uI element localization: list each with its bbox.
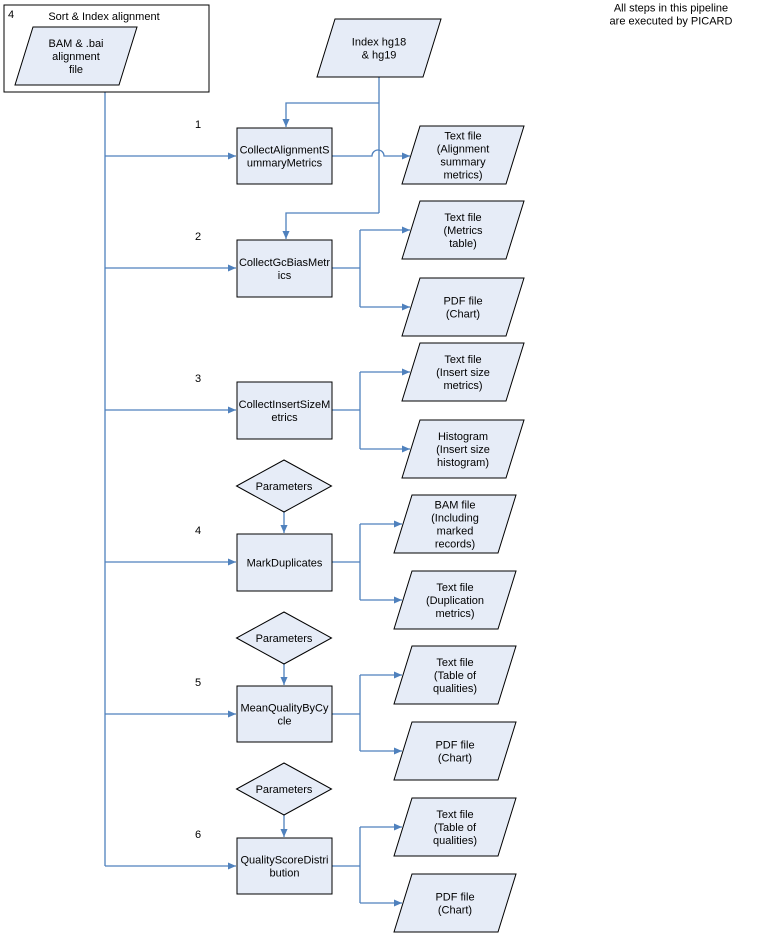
sort-index-title: Sort & Index alignment xyxy=(48,11,159,23)
bam-input-parallelogram-label: alignment xyxy=(52,51,100,63)
step-process-box xyxy=(236,127,333,185)
step-process-label: MeanQualityByCy xyxy=(240,703,329,715)
step-process-box xyxy=(236,381,333,440)
output-parallelogram-label: (Metrics xyxy=(443,225,483,237)
parameters-diamond-label: Parameters xyxy=(256,784,313,796)
output-parallelogram xyxy=(401,419,525,479)
output-parallelogram-label: Text file xyxy=(436,657,473,669)
step-process-box xyxy=(236,239,333,298)
output-parallelogram-label: (Including xyxy=(431,513,479,525)
output-parallelogram xyxy=(401,200,525,260)
output-parallelogram-label: (Insert size xyxy=(436,444,490,456)
output-parallelogram-label: PDF file xyxy=(443,296,482,308)
parameters-diamond xyxy=(235,459,333,513)
output-parallelogram-label: qualities) xyxy=(433,683,477,695)
step-process-box xyxy=(236,533,333,592)
step-process-label: etrics xyxy=(271,412,298,424)
parameters-diamond-label: Parameters xyxy=(256,633,313,645)
connectors xyxy=(104,77,410,907)
output-parallelogram-label: (Chart) xyxy=(438,905,472,917)
pipeline-note: are executed by PICARD xyxy=(610,16,733,28)
output-parallelogram-label: Text file xyxy=(436,582,473,594)
parameters-diamond xyxy=(235,611,333,665)
parameters-diamond xyxy=(235,762,333,816)
output-parallelogram-label: (Duplication xyxy=(426,595,484,607)
output-parallelogram xyxy=(393,645,517,705)
output-parallelogram-label: summary xyxy=(440,157,486,169)
step-process-label: cle xyxy=(277,716,291,728)
output-parallelogram-label: Histogram xyxy=(438,431,488,443)
step-process-label: ics xyxy=(278,270,292,282)
output-parallelogram-label: Text file xyxy=(436,809,473,821)
step-process-label: ummaryMetrics xyxy=(247,158,323,170)
step-process-label: CollectInsertSizeM xyxy=(239,399,331,411)
output-parallelogram-label: qualities) xyxy=(433,835,477,847)
output-parallelogram-label: PDF file xyxy=(435,740,474,752)
output-parallelogram-label: Text file xyxy=(444,354,481,366)
parameters-diamond-label: Parameters xyxy=(256,481,313,493)
sort-index-step-number: 4 xyxy=(8,9,14,21)
output-parallelogram-label: metrics) xyxy=(435,608,474,620)
output-parallelogram-label: metrics) xyxy=(443,380,482,392)
step-process-label: MarkDuplicates xyxy=(247,558,323,570)
output-parallelogram-label: PDF file xyxy=(435,892,474,904)
output-parallelogram xyxy=(393,797,517,857)
output-parallelogram xyxy=(393,721,517,781)
step-process-label: QualityScoreDistri xyxy=(240,855,328,867)
output-parallelogram-label: Text file xyxy=(444,212,481,224)
output-parallelogram-label: (Table of xyxy=(434,822,477,834)
bam-input-parallelogram-label: file xyxy=(69,64,83,76)
step-number: 1 xyxy=(195,119,201,131)
output-parallelogram xyxy=(401,342,525,402)
index-to-step2-line xyxy=(282,212,379,239)
output-parallelogram xyxy=(393,494,517,554)
output-parallelogram-label: (Alignment xyxy=(437,144,490,156)
output-parallelogram-label: Text file xyxy=(444,131,481,143)
step-number: 3 xyxy=(195,373,201,385)
output-parallelogram xyxy=(393,873,517,933)
step-number: 5 xyxy=(195,677,201,689)
output-parallelogram-label: (Insert size xyxy=(436,367,490,379)
step-number: 4 xyxy=(195,525,201,537)
step-number: 2 xyxy=(195,231,201,243)
step-process-label: CollectAlignmentS xyxy=(240,145,330,157)
bam-input-parallelogram-label: BAM & .bai xyxy=(48,38,103,50)
output-parallelogram-label: (Table of xyxy=(434,670,477,682)
step-process-box xyxy=(236,685,333,743)
output-parallelogram-label: marked xyxy=(437,526,474,538)
pipeline-note: All steps in this pipeline xyxy=(614,3,728,15)
output-parallelogram-label: BAM file xyxy=(435,500,476,512)
output-line xyxy=(332,149,410,160)
index-parallelogram xyxy=(316,18,442,78)
output-parallelogram xyxy=(401,277,525,337)
index-to-step1-line xyxy=(282,102,379,127)
bam-input-parallelogram xyxy=(14,26,138,86)
index-parallelogram-label: Index hg18 xyxy=(352,37,406,49)
output-parallelogram-label: table) xyxy=(449,238,477,250)
output-parallelogram-label: (Chart) xyxy=(446,309,480,321)
output-parallelogram-label: histogram) xyxy=(437,457,489,469)
step-process-label: CollectGcBiasMetr xyxy=(239,257,330,269)
step-number: 6 xyxy=(195,829,201,841)
output-parallelogram-label: (Chart) xyxy=(438,753,472,765)
output-parallelogram-label: records) xyxy=(435,539,475,551)
step-process-box xyxy=(236,837,333,895)
output-parallelogram xyxy=(401,125,525,185)
output-parallelogram-label: metrics) xyxy=(443,170,482,182)
output-parallelogram xyxy=(393,570,517,630)
step-process-label: bution xyxy=(270,868,300,880)
index-parallelogram-label: & hg19 xyxy=(362,50,397,62)
